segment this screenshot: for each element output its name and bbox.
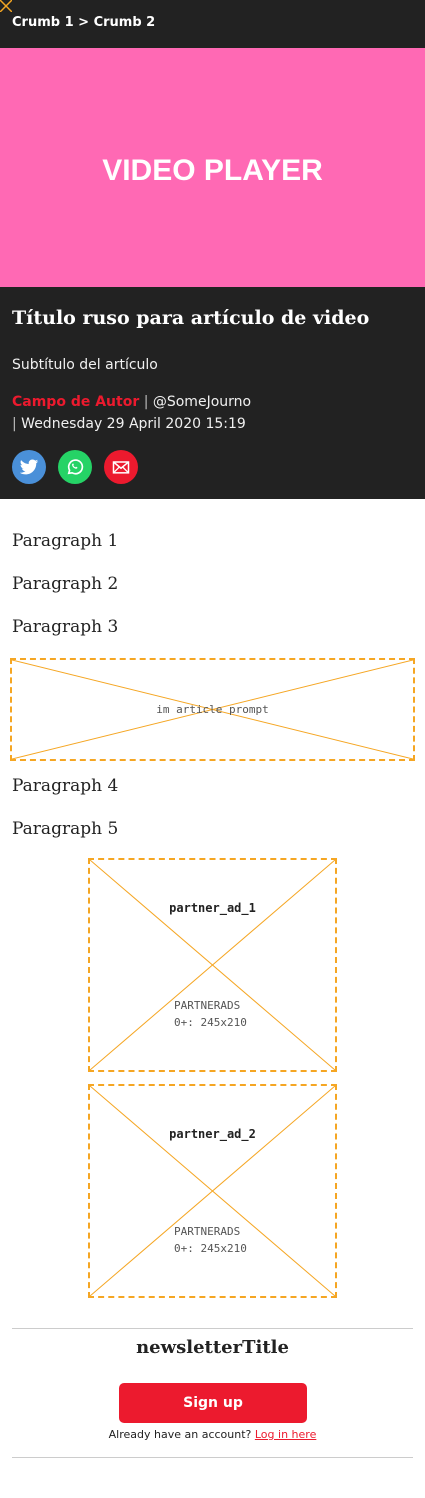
newsletter-title: newsletterTitle (136, 1337, 289, 1358)
email-icon (112, 461, 130, 474)
resize-icon (0, 0, 12, 12)
twitter-icon (19, 459, 39, 475)
ad-meta: PARTNERADS 0+: 245x210 (174, 1223, 247, 1257)
ad-name: partner_ad_1 (169, 901, 256, 915)
byline: Campo de Autor | @SomeJourno | Wednesday… (12, 391, 251, 435)
ad-meta: PARTNERADS 0+: 245x210 (174, 997, 247, 1031)
byline-separator: | (143, 394, 149, 410)
login-link[interactable]: Log in here (254, 1428, 317, 1441)
whatsapp-icon (67, 459, 84, 475)
ad-name: partner_ad_2 (169, 1127, 256, 1141)
placeholder-cross-icon (12, 660, 413, 759)
author-handle[interactable]: @SomeJourno (152, 394, 252, 410)
article-prompt-label: im article prompt (156, 703, 269, 716)
breadcrumb[interactable]: Crumb 1 > Crumb 2 (12, 15, 156, 30)
paragraph: Paragraph 1 (12, 531, 119, 551)
date-separator: | (12, 416, 17, 432)
article-subtitle: Subtítulo del artículo (12, 357, 158, 373)
paragraph: Paragraph 3 (12, 617, 119, 637)
share-email-button[interactable] (104, 450, 138, 484)
account-prompt: Already have an account? Log in here (0, 1428, 425, 1441)
share-whatsapp-button[interactable] (58, 450, 92, 484)
sign-up-button[interactable]: Sign up (119, 1383, 307, 1423)
ad-type: PARTNERADS (174, 1225, 241, 1238)
newsletter-bottom-divider (12, 1457, 413, 1458)
placeholder-cross-icon (90, 1086, 335, 1296)
video-player-label: VIDEO PLAYER (102, 153, 323, 187)
ad-type: PARTNERADS (174, 999, 241, 1012)
ad-size: 0+: 245x210 (174, 1242, 247, 1255)
author-link[interactable]: Campo de Autor (12, 394, 140, 410)
partner-ad-slot[interactable]: partner_ad_2 PARTNERADS 0+: 245x210 (88, 1084, 337, 1298)
newsletter-top-divider (12, 1328, 413, 1329)
placeholder-cross-icon (90, 860, 335, 1070)
paragraph: Paragraph 5 (12, 819, 119, 839)
article-title: Título ruso para artículo de video (12, 307, 370, 329)
paragraph: Paragraph 4 (12, 776, 119, 796)
account-text: Already have an account? (108, 1428, 252, 1441)
share-twitter-button[interactable] (12, 450, 46, 484)
article-header: Título ruso para artículo de video Subtí… (0, 287, 425, 499)
paragraph: Paragraph 2 (12, 574, 119, 594)
video-player[interactable]: VIDEO PLAYER (0, 48, 425, 287)
partner-ad-slot[interactable]: partner_ad_1 PARTNERADS 0+: 245x210 (88, 858, 337, 1072)
top-bar: Crumb 1 > Crumb 2 (0, 0, 425, 48)
publish-date: Wednesday 29 April 2020 15:19 (21, 416, 246, 432)
article-prompt-placeholder: im article prompt (10, 658, 415, 761)
ad-size: 0+: 245x210 (174, 1016, 247, 1029)
